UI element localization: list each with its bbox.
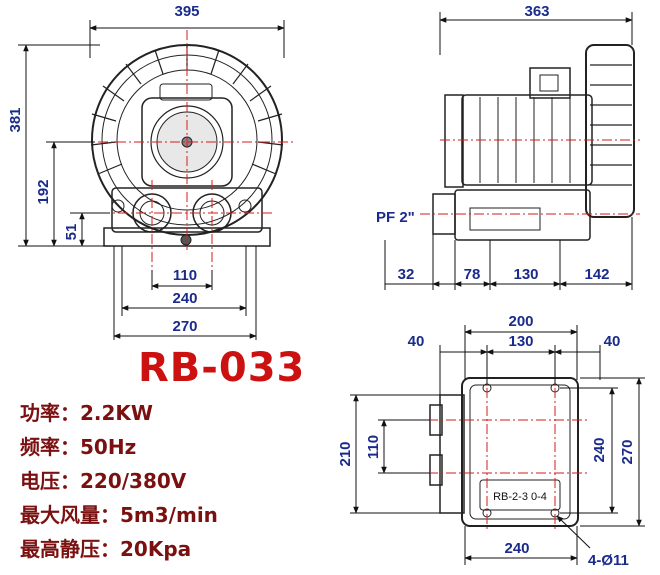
spec-max-airflow-value: 5m3/min — [120, 503, 218, 527]
dim-bottom-height-inner: 110 — [365, 435, 382, 459]
dim-bottom-height-outer: 210 — [337, 441, 354, 466]
port-thread-label: PF 2" — [376, 209, 415, 226]
dim-bottom-width: 240 — [504, 540, 529, 557]
dim-bottom-total-height: 270 — [619, 439, 636, 464]
spec-max-pressure-label: 最高静压： — [20, 537, 120, 561]
dim-right-offset: 40 — [604, 333, 621, 350]
dim-foot-spacing: 240 — [172, 290, 197, 307]
dim-side-seg-3: 130 — [513, 266, 538, 283]
spec-voltage-label: 电压： — [20, 469, 80, 493]
dim-hole-spacing: 130 — [508, 333, 533, 350]
spec-list: 功率：2.2KW 频率：50Hz 电压：220/380V 最大风量：5m3/mi… — [20, 396, 218, 566]
front-centerlines — [80, 30, 295, 270]
dim-side-depth: 363 — [524, 3, 549, 20]
dim-base-width: 270 — [172, 318, 197, 335]
dim-base-height: 51 — [63, 224, 80, 241]
mount-holes-label: 4-Ø11 — [588, 552, 629, 569]
spec-max-pressure: 最高静压：20Kpa — [20, 532, 218, 566]
spec-frequency-value: 50Hz — [80, 435, 137, 459]
dim-port-spacing: 110 — [173, 267, 197, 284]
dim-front-height: 381 — [7, 107, 24, 132]
spec-power-value: 2.2KW — [80, 401, 153, 425]
spec-voltage: 电压：220/380V — [20, 464, 218, 498]
dim-side-seg-2: 78 — [464, 266, 481, 283]
dim-left-offset: 40 — [408, 333, 425, 350]
spec-power: 功率：2.2KW — [20, 396, 218, 430]
bottom-view — [429, 377, 579, 527]
side-centerlines — [420, 139, 640, 215]
spec-frequency: 频率：50Hz — [20, 430, 218, 464]
spec-max-pressure-value: 20Kpa — [120, 537, 192, 561]
dim-front-width: 395 — [174, 3, 199, 20]
dim-bottom-top-width: 200 — [508, 313, 533, 330]
dim-port-center-height: 192 — [35, 179, 52, 204]
spec-voltage-value: 220/380V — [80, 469, 187, 493]
dim-side-seg-4: 142 — [584, 266, 609, 283]
nameplate-text: RB-2-3 0-4 — [493, 491, 547, 503]
spec-max-airflow-label: 最大风量： — [20, 503, 120, 527]
spec-power-label: 功率： — [20, 401, 80, 425]
model-number: RB-033 — [138, 345, 306, 391]
side-view — [432, 44, 635, 241]
bottom-centerlines — [410, 370, 590, 530]
spec-frequency-label: 频率： — [20, 435, 80, 459]
dim-side-seg-1: 32 — [398, 266, 415, 283]
dim-hole-row-spacing: 240 — [591, 437, 608, 462]
spec-max-airflow: 最大风量：5m3/min — [20, 498, 218, 532]
